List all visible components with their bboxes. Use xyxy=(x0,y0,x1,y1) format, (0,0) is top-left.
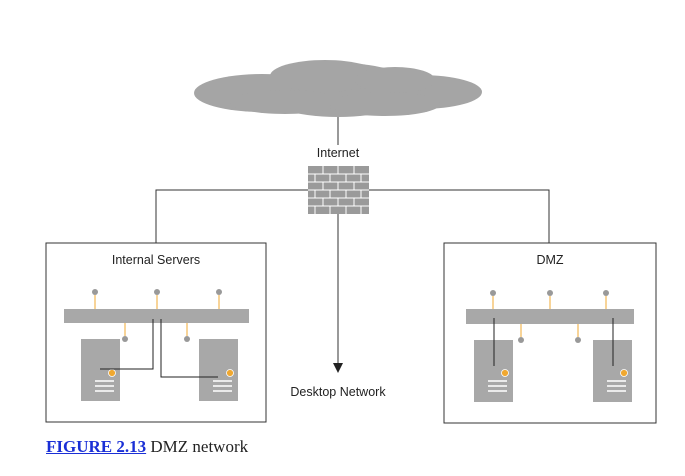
switch-ports-bottom xyxy=(518,324,581,343)
dmz-switch-bar xyxy=(466,309,634,324)
switch-ports-top xyxy=(490,290,609,309)
server-cables xyxy=(493,318,614,366)
figure-caption: FIGURE 2.13 DMZ network xyxy=(46,437,248,457)
server-icon xyxy=(474,340,513,402)
internal-switch-bar xyxy=(64,309,249,323)
internal-servers-label: Internal Servers xyxy=(112,253,200,267)
desktop-network-label: Desktop Network xyxy=(290,385,386,399)
server-icon xyxy=(81,339,120,401)
internet-label: Internet xyxy=(317,146,360,160)
caption-text: DMZ network xyxy=(146,437,249,456)
internal-servers-panel: Internal Servers xyxy=(45,242,267,423)
figure-link[interactable]: FIGURE 2.13 xyxy=(46,437,147,456)
firewall-icon xyxy=(308,166,369,214)
dmz-panel: DMZ xyxy=(443,242,657,424)
server-icon xyxy=(199,339,238,401)
server-cables xyxy=(100,319,218,378)
connector-lines xyxy=(155,189,550,243)
dmz-label: DMZ xyxy=(536,253,563,267)
internet-cloud-icon xyxy=(194,60,482,117)
switch-ports-top xyxy=(92,289,222,309)
switch-ports-bottom xyxy=(122,323,190,342)
